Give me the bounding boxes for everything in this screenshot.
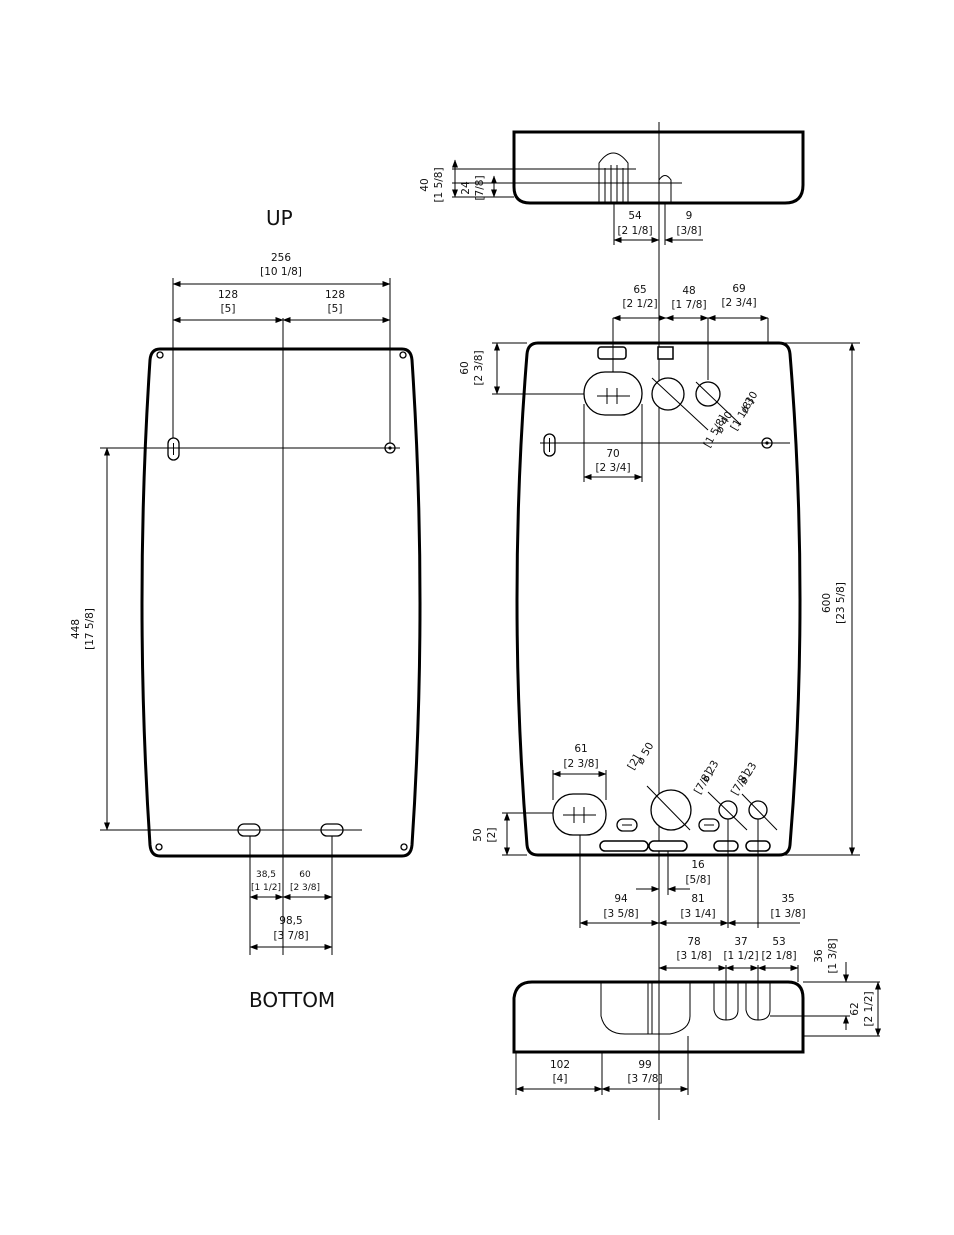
dim-dia23-a-in: [7/8]	[692, 769, 715, 797]
dim-256: 256	[271, 252, 291, 264]
dim-98-5-in: [3 7/8]	[273, 930, 308, 942]
dim-60-top: 60	[459, 361, 471, 374]
bottom-view: 78 [3 1/8] 37 [1 1/2] 53 [2 1/8] 36 [1 3…	[512, 936, 881, 1095]
dim-98-5: 98,5	[279, 915, 302, 927]
dim-16-in: [5/8]	[685, 874, 710, 886]
dim-37-in: [1 1/2]	[723, 950, 758, 962]
dim-65-in: [2 1/2]	[622, 298, 657, 310]
screw-icon	[399, 351, 407, 359]
dim-48-in: [1 7/8]	[671, 299, 706, 311]
dim-60-bottom-in: [2 3/8]	[290, 883, 320, 893]
dim-600-in: [23 5/8]	[835, 582, 847, 624]
dim-94-in: [3 5/8]	[603, 908, 638, 920]
screw-icon	[155, 843, 163, 851]
dim-99: 99	[638, 1059, 651, 1071]
dim-53: 53	[772, 936, 785, 948]
dim-38-5: 38,5	[256, 870, 276, 880]
label-bottom: BOTTOM	[249, 988, 335, 1012]
dim-128-right-in: [5]	[328, 303, 343, 315]
dim-38-5-in: [1 1/2]	[251, 883, 281, 893]
dim-70: 70	[606, 448, 619, 460]
screw-icon	[156, 351, 164, 359]
dim-102-in: [4]	[553, 1073, 568, 1085]
dim-40-in: [1 5/8]	[433, 167, 445, 202]
dim-9: 9	[686, 210, 693, 222]
dim-102: 102	[550, 1059, 570, 1071]
dim-600: 600	[821, 593, 833, 613]
dim-70-in: [2 3/4]	[595, 462, 630, 474]
dim-81: 81	[691, 893, 704, 905]
dim-78: 78	[687, 936, 700, 948]
dim-99-in: [3 7/8]	[627, 1073, 662, 1085]
dim-40: 40	[419, 178, 431, 191]
dim-69-in: [2 3/4]	[721, 297, 756, 309]
screw-icon	[400, 843, 408, 851]
dim-128-right: 128	[325, 289, 345, 301]
dim-54: 54	[628, 210, 642, 222]
dim-60-bottom: 60	[299, 870, 311, 880]
dim-36: 36	[813, 949, 825, 963]
dim-48: 48	[682, 285, 695, 297]
dim-37: 37	[734, 936, 747, 948]
left-panel-outline	[140, 347, 422, 858]
dim-60-top-in: [2 3/8]	[473, 350, 485, 385]
dim-50: 50	[472, 828, 484, 841]
dim-61-in: [2 3/8]	[563, 758, 598, 770]
dim-448: 448	[70, 619, 82, 639]
left-view: 256 [10 1/8] 128 [5] 128 [5] 448 [17 5/8…	[70, 252, 422, 955]
port-oval-icon	[583, 371, 643, 416]
dim-54-in: [2 1/8]	[617, 225, 652, 237]
dim-24: 24	[460, 181, 472, 195]
dim-78-in: [3 1/8]	[676, 950, 711, 962]
label-up: UP	[266, 206, 293, 230]
dim-35-in: [1 3/8]	[770, 908, 805, 920]
dim-35: 35	[781, 893, 794, 905]
dim-94: 94	[614, 893, 628, 905]
dim-128-left-in: [5]	[221, 303, 236, 315]
dim-81-in: [3 1/4]	[680, 908, 715, 920]
dim-50-in: [2]	[486, 828, 498, 843]
dim-16: 16	[691, 859, 705, 871]
dim-53-in: [2 1/8]	[761, 950, 796, 962]
top-view: 40 [1 5/8] 24 [7/8] 54 [2 1/8] 9 [3/8]	[419, 122, 805, 1120]
dim-36-in: [1 3/8]	[827, 938, 839, 973]
dim-62-in: [2 1/2]	[863, 991, 875, 1026]
dim-65: 65	[633, 284, 646, 296]
dim-62: 62	[849, 1002, 861, 1015]
dim-128-left: 128	[218, 289, 238, 301]
dim-24-in: [7/8]	[474, 175, 486, 200]
dim-9-in: [3/8]	[676, 225, 701, 237]
dim-69: 69	[732, 283, 745, 295]
dim-448-in: [17 5/8]	[84, 608, 96, 650]
right-view: 65 [2 1/2] 48 [1 7/8] 69 [2 3/4] 60 [2 3…	[459, 283, 860, 928]
dim-61: 61	[574, 743, 587, 755]
dim-256-in: [10 1/8]	[260, 266, 302, 278]
port-23a-icon	[718, 800, 738, 820]
